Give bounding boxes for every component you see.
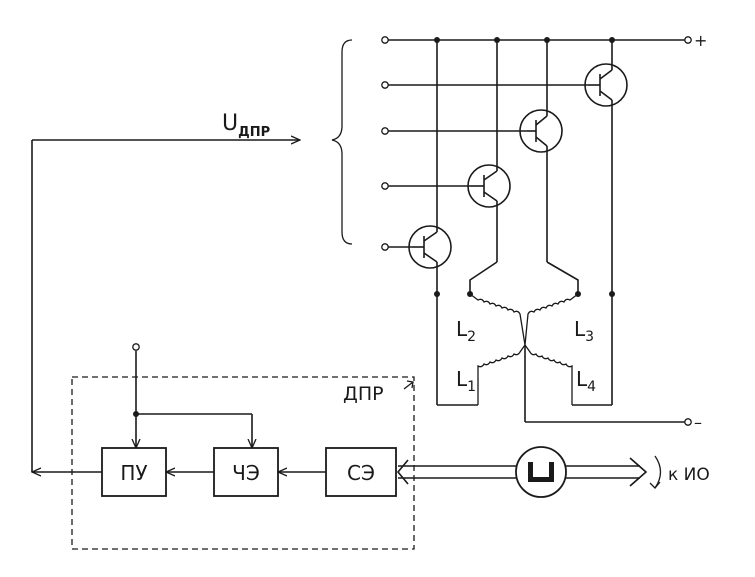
sensor-box-label: ДПР [343, 383, 384, 405]
block-pu-label: ПУ [120, 461, 147, 485]
input-brace [331, 39, 353, 245]
collector-lines [434, 40, 615, 405]
transistor-vt4 [584, 63, 628, 107]
motor-shaft [396, 457, 648, 487]
sensor-label-arrow [403, 380, 414, 390]
block-che: ЧЭ [213, 447, 279, 497]
block-pu: ПУ [101, 447, 167, 497]
motor-symbol [515, 446, 567, 498]
transistor-vt1 [408, 225, 452, 269]
signal-feedback-path [32, 140, 300, 472]
reference-input-wiring [133, 343, 252, 448]
transistor-input-lines [381, 81, 588, 251]
winding-label-l3: L3 [574, 317, 594, 345]
motor-windings [437, 261, 612, 422]
position-sensor-boundary [71, 376, 415, 550]
transistor-vt2 [467, 164, 511, 208]
output-label: к ИО [668, 465, 710, 485]
positive-terminal-label: + [694, 31, 707, 50]
negative-rail [525, 418, 692, 426]
block-che-label: ЧЭ [232, 461, 260, 485]
negative-terminal-label: – [694, 413, 702, 432]
signal-label: UДПР [222, 111, 270, 140]
output-rotation-arrowhead [649, 481, 661, 489]
winding-label-l2: L2 [456, 317, 476, 345]
block-se: СЭ [325, 447, 397, 497]
transistor-vt3 [519, 109, 563, 153]
winding-label-l4: L4 [576, 367, 596, 395]
block-se-label: СЭ [347, 461, 375, 485]
positive-rail [381, 36, 692, 44]
winding-label-l1: L1 [456, 367, 476, 395]
